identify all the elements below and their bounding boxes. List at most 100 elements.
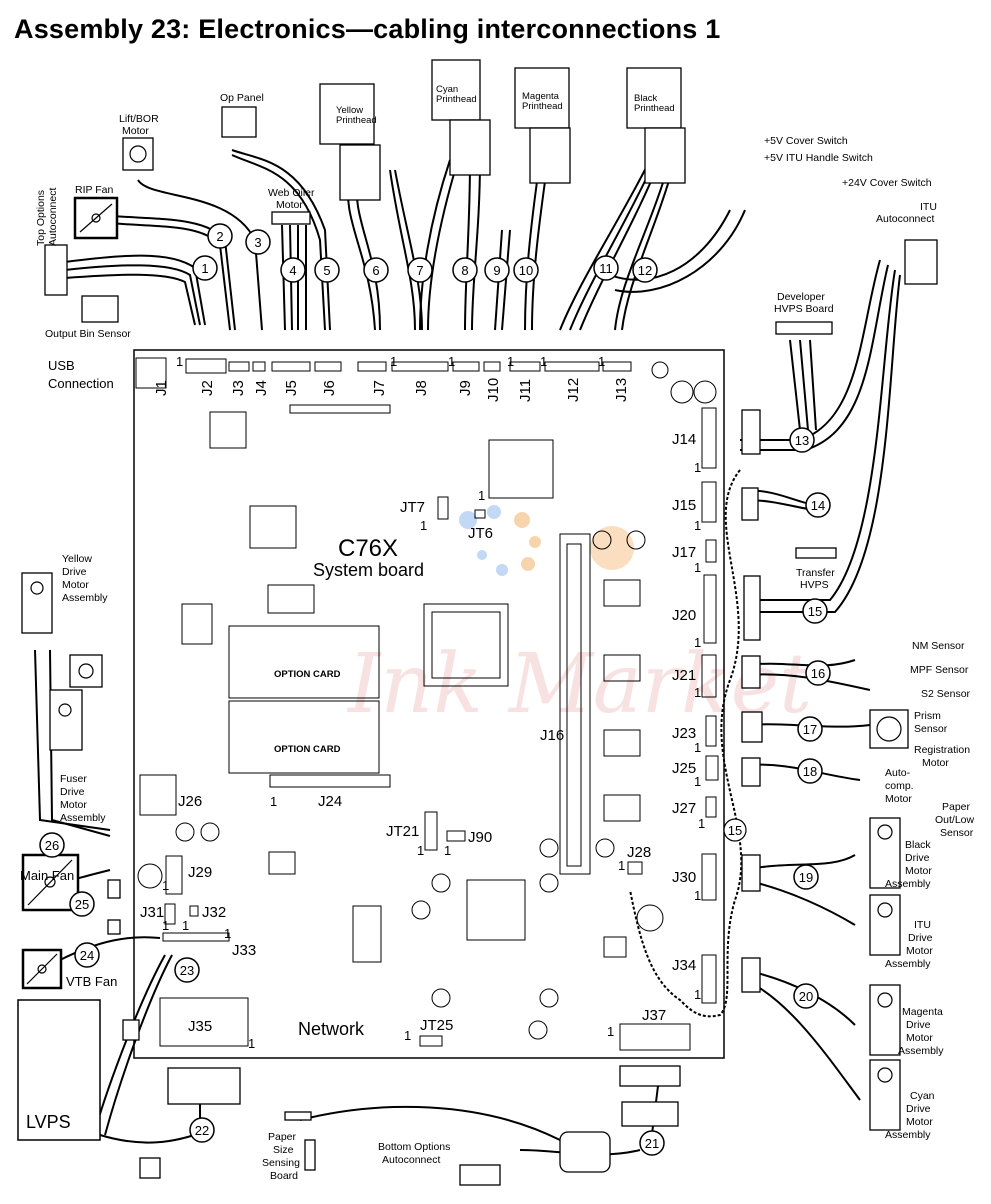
- cyan-drive-label: Cyan: [910, 1090, 935, 1102]
- network-label: Network: [298, 1019, 365, 1039]
- lift-bor-label-2: Motor: [122, 125, 149, 137]
- autocomp-label: Auto-: [885, 767, 911, 779]
- cyan-drive-label-3: Motor: [906, 1116, 933, 1128]
- callout-number: 2: [216, 229, 223, 244]
- yellow-printhead-label-2: Printhead: [336, 115, 377, 126]
- pin-one-markers: 1 1 1 1 1 1 1 1 1 1 1 1 1 1 1 1 1 1 1 1 …: [162, 354, 705, 1051]
- registration-label-2: Motor: [922, 757, 949, 769]
- connector-jt7: JT7: [400, 499, 425, 516]
- connector-jt25: JT25: [420, 1017, 453, 1034]
- nm-sensor-label: NM Sensor: [912, 640, 965, 652]
- op-panel-label: Op Panel: [220, 92, 264, 104]
- top-connector-labels: J1 J2 J3 J4 J5 J6 J7 J8 J9 J10 J11 J12 J…: [153, 378, 630, 402]
- connector-j28: J28: [627, 844, 651, 861]
- top-options-label-2: Autoconnect: [47, 188, 59, 246]
- connector-j21: J21: [672, 667, 696, 684]
- autocomp-label-2: comp.: [885, 780, 914, 792]
- callout-number: 14: [811, 498, 825, 513]
- pin-one: 1: [448, 354, 455, 369]
- connector-j6: J6: [321, 380, 338, 396]
- pin-one: 1: [478, 488, 485, 503]
- pin-one: 1: [390, 354, 397, 369]
- connector-j26: J26: [178, 793, 202, 810]
- page-title: Assembly 23: Electronics—cabling interco…: [14, 14, 721, 44]
- cover-24v-label: +24V Cover Switch: [842, 177, 932, 189]
- web-oiler-label-2: Motor: [276, 199, 303, 211]
- system-board: [133, 349, 725, 1059]
- bottom-options-label: Bottom Options: [378, 1141, 450, 1153]
- paper-size-label-3: Sensing: [262, 1157, 300, 1169]
- callout-number: 18: [803, 764, 817, 779]
- itu-drive-label: ITU: [914, 919, 931, 931]
- pin-one: 1: [420, 518, 427, 533]
- lvps-label: LVPS: [26, 1112, 71, 1132]
- callout-number: 23: [180, 963, 194, 978]
- output-bin-sensor-label: Output Bin Sensor: [45, 328, 131, 340]
- paper-out-label-3: Sensor: [940, 827, 974, 839]
- s2-sensor-label: S2 Sensor: [921, 688, 971, 700]
- cyan-printhead-label-2: Printhead: [436, 94, 477, 105]
- pin-one: 1: [270, 794, 277, 809]
- option-card-label: OPTION CARD: [274, 744, 341, 755]
- watermark: Ink Market: [346, 505, 813, 732]
- connector-j3: J3: [230, 380, 247, 396]
- cyan-drive-label-2: Drive: [906, 1103, 931, 1115]
- callouts: [39, 223, 831, 1156]
- yellow-printhead-label: Yellow: [336, 105, 363, 116]
- connector-j2: J2: [199, 380, 216, 396]
- callout-number: 25: [75, 897, 89, 912]
- black-drive-label: Black: [905, 839, 931, 851]
- connector-j10: J10: [485, 378, 502, 402]
- callout-number: 1: [201, 261, 208, 276]
- magenta-drive-label: Magenta: [902, 1006, 943, 1018]
- pin-one: 1: [540, 354, 547, 369]
- magenta-printhead-label: Magenta: [522, 91, 560, 102]
- connector-j90: J90: [468, 829, 492, 846]
- lift-bor-label: Lift/BOR: [119, 113, 159, 125]
- pin-one: 1: [694, 740, 701, 755]
- transfer-hvps-label-2: HVPS: [800, 579, 829, 591]
- board-name: C76X: [338, 535, 398, 562]
- paper-size-label-4: Board: [270, 1170, 298, 1182]
- connector-j15: J15: [672, 497, 696, 514]
- connector-jt21: JT21: [386, 823, 419, 840]
- pin-one: 1: [698, 816, 705, 831]
- connector-j17: J17: [672, 544, 696, 561]
- paper-size-label: Paper: [268, 1131, 297, 1143]
- prism-sensor-label-2: Sensor: [914, 723, 948, 735]
- developer-hvps-label-2: HVPS Board: [774, 303, 834, 315]
- itu-autoconnect-label-2: Autoconnect: [876, 213, 934, 225]
- callout-number: 22: [195, 1123, 209, 1138]
- pin-one: 1: [694, 888, 701, 903]
- cyan-drive-label-4: Assembly: [885, 1129, 931, 1141]
- pin-one: 1: [417, 843, 424, 858]
- connector-j32: J32: [202, 904, 226, 921]
- connector-j9: J9: [457, 380, 474, 396]
- callout-number: 21: [645, 1136, 659, 1151]
- pin-one: 1: [694, 518, 701, 533]
- twisted-cable: [629, 469, 743, 1018]
- pin-one: 1: [694, 987, 701, 1002]
- connector-labels: J14 J15 J16 J17 J20 J21 J23 J24 J25 J26 …: [140, 431, 696, 1035]
- fuser-drive-label-3: Motor: [60, 799, 87, 811]
- magenta-drive-label-2: Drive: [906, 1019, 931, 1031]
- rip-fan-label: RIP Fan: [75, 184, 113, 196]
- yellow-drive-label: Yellow: [62, 553, 92, 565]
- pin-one: 1: [176, 354, 183, 369]
- connector-j20: J20: [672, 607, 696, 624]
- connector-j23: J23: [672, 725, 696, 742]
- pin-one: 1: [444, 843, 451, 858]
- printhead-labels: Yellow Printhead Cyan Printhead Magenta …: [336, 84, 675, 126]
- pin-one: 1: [404, 1028, 411, 1043]
- callout-number: 26: [45, 838, 59, 853]
- connector-j1: J1: [153, 380, 170, 396]
- board-subtitle: System board: [313, 560, 424, 580]
- connector-j8: J8: [413, 380, 430, 396]
- pin-one: 1: [162, 918, 169, 933]
- callout-number: 6: [372, 263, 379, 278]
- itu-drive-label-2: Drive: [908, 932, 933, 944]
- connector-j7: J7: [371, 380, 388, 396]
- paper-out-label: Paper: [942, 801, 971, 813]
- connector-j33: J33: [232, 942, 256, 959]
